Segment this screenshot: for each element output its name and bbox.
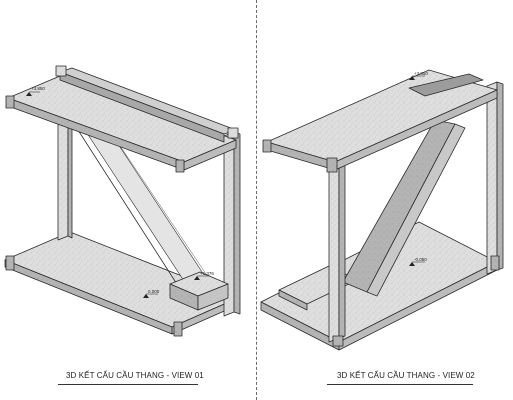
level-label: +1.376 xyxy=(200,271,214,276)
view-01-caption: 3D KẾT CẤU CẦU THANG - VIEW 01 xyxy=(66,371,204,380)
view-01-drawing: +3.850 +1.376 0.000 xyxy=(4,65,241,337)
view-02-panel: +3.850 -0.050 3D KẾT CẤU CẦU THANG - VIE… xyxy=(259,0,513,400)
view-02-drawing: +3.850 -0.050 xyxy=(260,69,504,351)
caption-underline xyxy=(58,384,198,385)
view-02-caption: 3D KẾT CẤU CẦU THANG - VIEW 02 xyxy=(337,371,475,380)
level-label: +3.850 xyxy=(31,86,45,91)
level-label: 0.000 xyxy=(148,289,160,294)
column-rear-left xyxy=(57,117,69,241)
panel-divider xyxy=(256,0,257,400)
column-left xyxy=(328,153,340,343)
level-marker-bottom: -0.050 xyxy=(409,257,427,266)
column-right xyxy=(486,81,498,275)
view-01-panel: +3.850 +1.376 0.000 3D KẾT CẤU CẦU THANG… xyxy=(0,0,253,400)
level-marker-top: +3.850 xyxy=(26,86,45,96)
stair-opening xyxy=(408,73,484,97)
level-marker-top: +3.850 xyxy=(409,71,428,80)
level-marker-bottom: 0.000 xyxy=(143,289,160,298)
level-label: -0.050 xyxy=(414,257,427,262)
level-label: +3.850 xyxy=(414,71,428,76)
caption-underline xyxy=(327,384,473,385)
level-marker-mid: +1.376 xyxy=(194,271,214,280)
